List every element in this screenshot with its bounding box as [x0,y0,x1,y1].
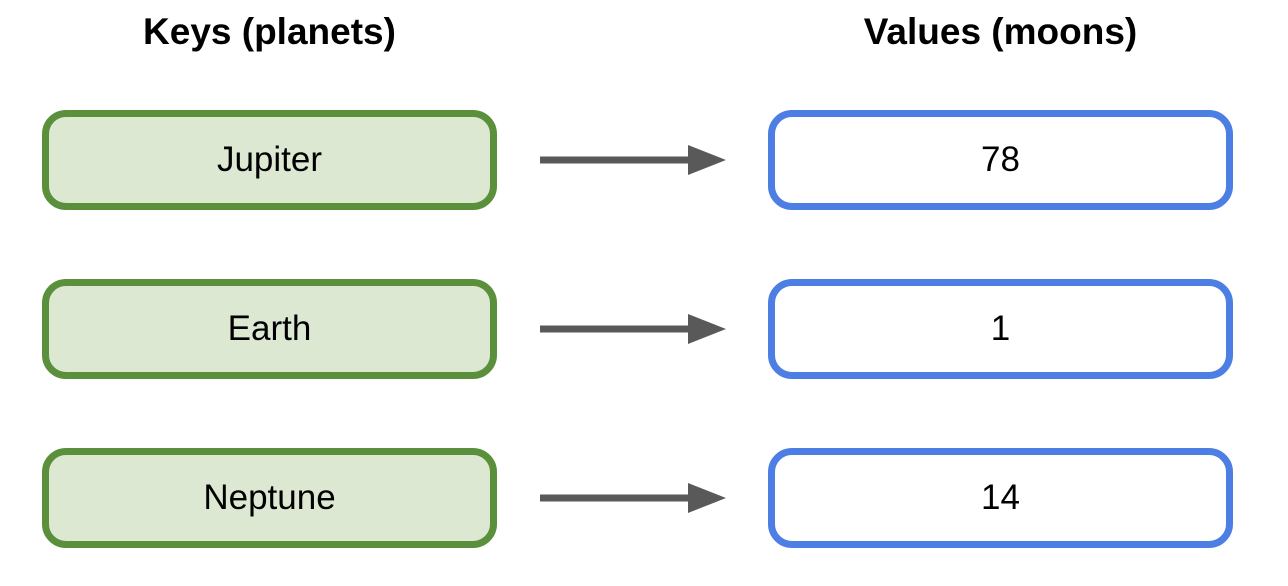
arrow-cell [497,279,768,379]
value-box-jupiter: 78 [768,110,1233,210]
keys-column-header: Keys (planets) [143,11,396,52]
mapping-row-jupiter: Jupiter 78 [0,110,1288,210]
values-column-header: Values (moons) [863,11,1138,52]
key-box-neptune: Neptune [42,448,497,548]
mapping-row-neptune: Neptune 14 [0,448,1288,548]
mapping-row-earth: Earth 1 [0,279,1288,379]
right-arrow-icon [539,145,726,175]
key-box-earth: Earth [42,279,497,379]
right-arrow-icon [539,483,726,513]
mapping-rows: Jupiter 78 Earth 1 Neptune [0,110,1288,548]
value-box-neptune: 14 [768,448,1233,548]
right-arrow-icon [539,314,726,344]
arrow-cell [497,110,768,210]
value-box-earth: 1 [768,279,1233,379]
key-box-jupiter: Jupiter [42,110,497,210]
arrow-cell [497,448,768,548]
